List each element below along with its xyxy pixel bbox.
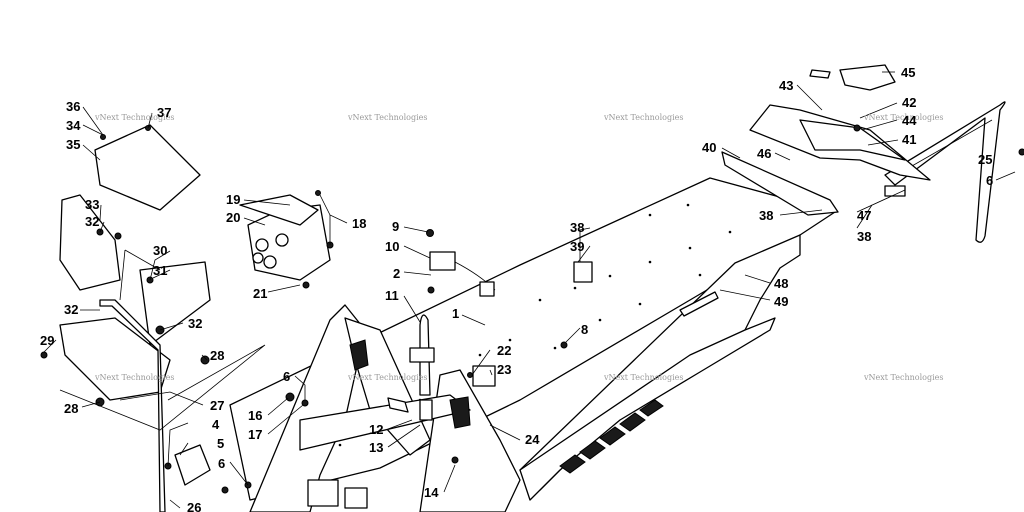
hardware <box>40 124 1024 494</box>
watermark-5: vNext Technologies <box>94 373 174 382</box>
callout-28b: 28 <box>64 401 78 416</box>
callout-22: 22 <box>497 343 511 358</box>
callout-49: 49 <box>774 294 788 309</box>
callout-6b: 6 <box>218 456 225 471</box>
callout-48: 48 <box>774 276 788 291</box>
callout-25: 25 <box>978 152 992 167</box>
callout-38b: 38 <box>759 208 773 223</box>
callout-24: 24 <box>525 432 540 447</box>
callout-20: 20 <box>226 210 240 225</box>
callout-31: 31 <box>153 263 167 278</box>
callout-38c: 38 <box>857 229 871 244</box>
callout-5: 5 <box>217 436 224 451</box>
callout-32a: 32 <box>85 214 99 229</box>
callout-13: 13 <box>369 440 383 455</box>
callout-16: 16 <box>248 408 262 423</box>
callout-19: 19 <box>226 192 240 207</box>
callout-9: 9 <box>392 219 399 234</box>
callout-26: 26 <box>187 500 201 512</box>
callout-8: 8 <box>581 322 588 337</box>
watermark-3: vNext Technologies <box>603 113 683 122</box>
callout-30: 30 <box>153 243 167 258</box>
callout-39: 39 <box>570 239 584 254</box>
callout-43: 43 <box>779 78 793 93</box>
callout-4: 4 <box>212 417 220 432</box>
callout-21: 21 <box>253 286 267 301</box>
callout-6a: 6 <box>283 369 290 384</box>
callout-33: 33 <box>85 197 99 212</box>
callout-38a: 38 <box>570 220 584 235</box>
seat-assembly <box>721 64 931 216</box>
callout-17: 17 <box>248 427 262 442</box>
callout-29: 29 <box>40 333 54 348</box>
callout-28a: 28 <box>210 348 224 363</box>
callout-2: 2 <box>393 266 400 281</box>
callout-44: 44 <box>902 113 917 128</box>
callout-40: 40 <box>702 140 716 155</box>
callout-6c: 6 <box>986 173 993 188</box>
watermark-4: vNext Technologies <box>863 113 943 122</box>
left-brackets <box>59 124 331 512</box>
callout-labels: 1 2 4 5 6 6 6 8 9 10 11 12 13 14 16 17 1… <box>40 65 993 512</box>
callout-12: 12 <box>369 422 383 437</box>
callout-1: 1 <box>452 306 459 321</box>
callout-18: 18 <box>352 216 366 231</box>
watermark-7: vNext Technologies <box>603 373 683 382</box>
callout-32c: 32 <box>188 316 202 331</box>
callout-36: 36 <box>66 99 80 114</box>
callout-27: 27 <box>210 398 224 413</box>
watermark-2: vNext Technologies <box>347 113 427 122</box>
callout-10: 10 <box>385 239 399 254</box>
callout-23: 23 <box>497 362 511 377</box>
callout-41: 41 <box>902 132 916 147</box>
callout-35: 35 <box>66 137 80 152</box>
callout-46: 46 <box>757 146 771 161</box>
leader-lines <box>43 71 1016 509</box>
watermark-8: vNext Technologies <box>863 373 943 382</box>
callout-32b: 32 <box>64 302 78 317</box>
callout-42: 42 <box>902 95 916 110</box>
watermark-6: vNext Technologies <box>347 373 427 382</box>
callout-34: 34 <box>66 118 81 133</box>
callout-45: 45 <box>901 65 915 80</box>
watermark-1: vNext Technologies <box>94 113 174 122</box>
callout-14: 14 <box>424 485 439 500</box>
callout-37: 37 <box>157 105 171 120</box>
callout-47: 47 <box>857 208 871 223</box>
watermarks: vNext Technologies vNext Technologies vN… <box>94 113 943 382</box>
callout-11: 11 <box>385 288 399 303</box>
